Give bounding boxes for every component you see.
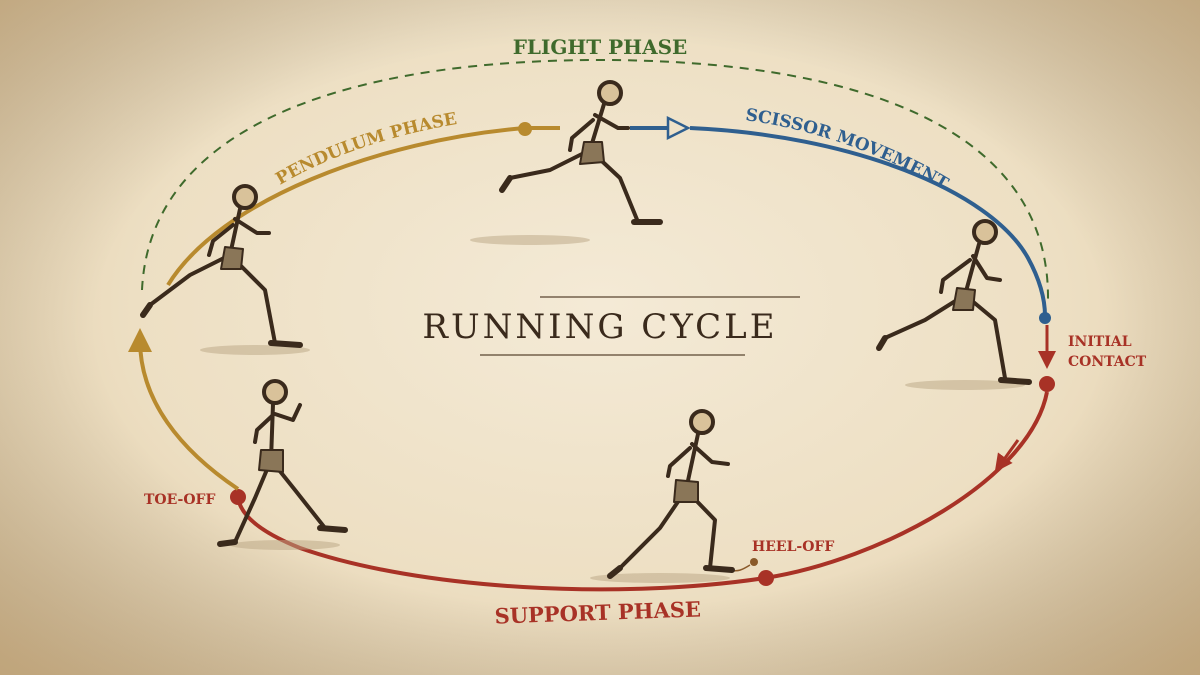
flight-phase-arc [141,58,1050,301]
runner-figure-left [140,184,310,355]
initial-contact-label-line2: CONTACT [1068,354,1147,370]
runner-figure-bottom-left [217,379,348,550]
return-arc [128,328,240,491]
heel-off-label: HEEL-OFF [752,539,834,555]
pendulum-phase-arc [166,126,560,287]
initial-contact-dot [1039,376,1055,392]
runner-figure-bottom [590,409,735,583]
heel-off-dot [758,570,774,586]
pendulum-end-dot [518,122,532,136]
runner-figure-top [470,80,663,245]
support-direction-arrow [994,439,1020,473]
flight-phase-label: FLIGHT PHASE [513,35,688,59]
scissor-arrowhead-icon [666,115,691,141]
diagram-title: RUNNING CYCLE [422,307,777,347]
scissor-end-dot [1039,312,1051,324]
runner-figure-right [876,219,1032,390]
scissor-movement-arc [689,126,1047,317]
toe-off-label: TOE-OFF [144,492,215,508]
toe-off-dot [230,489,246,505]
initial-contact-label-line1: INITIAL [1068,334,1132,350]
heel-off-marker-dot [750,558,758,566]
